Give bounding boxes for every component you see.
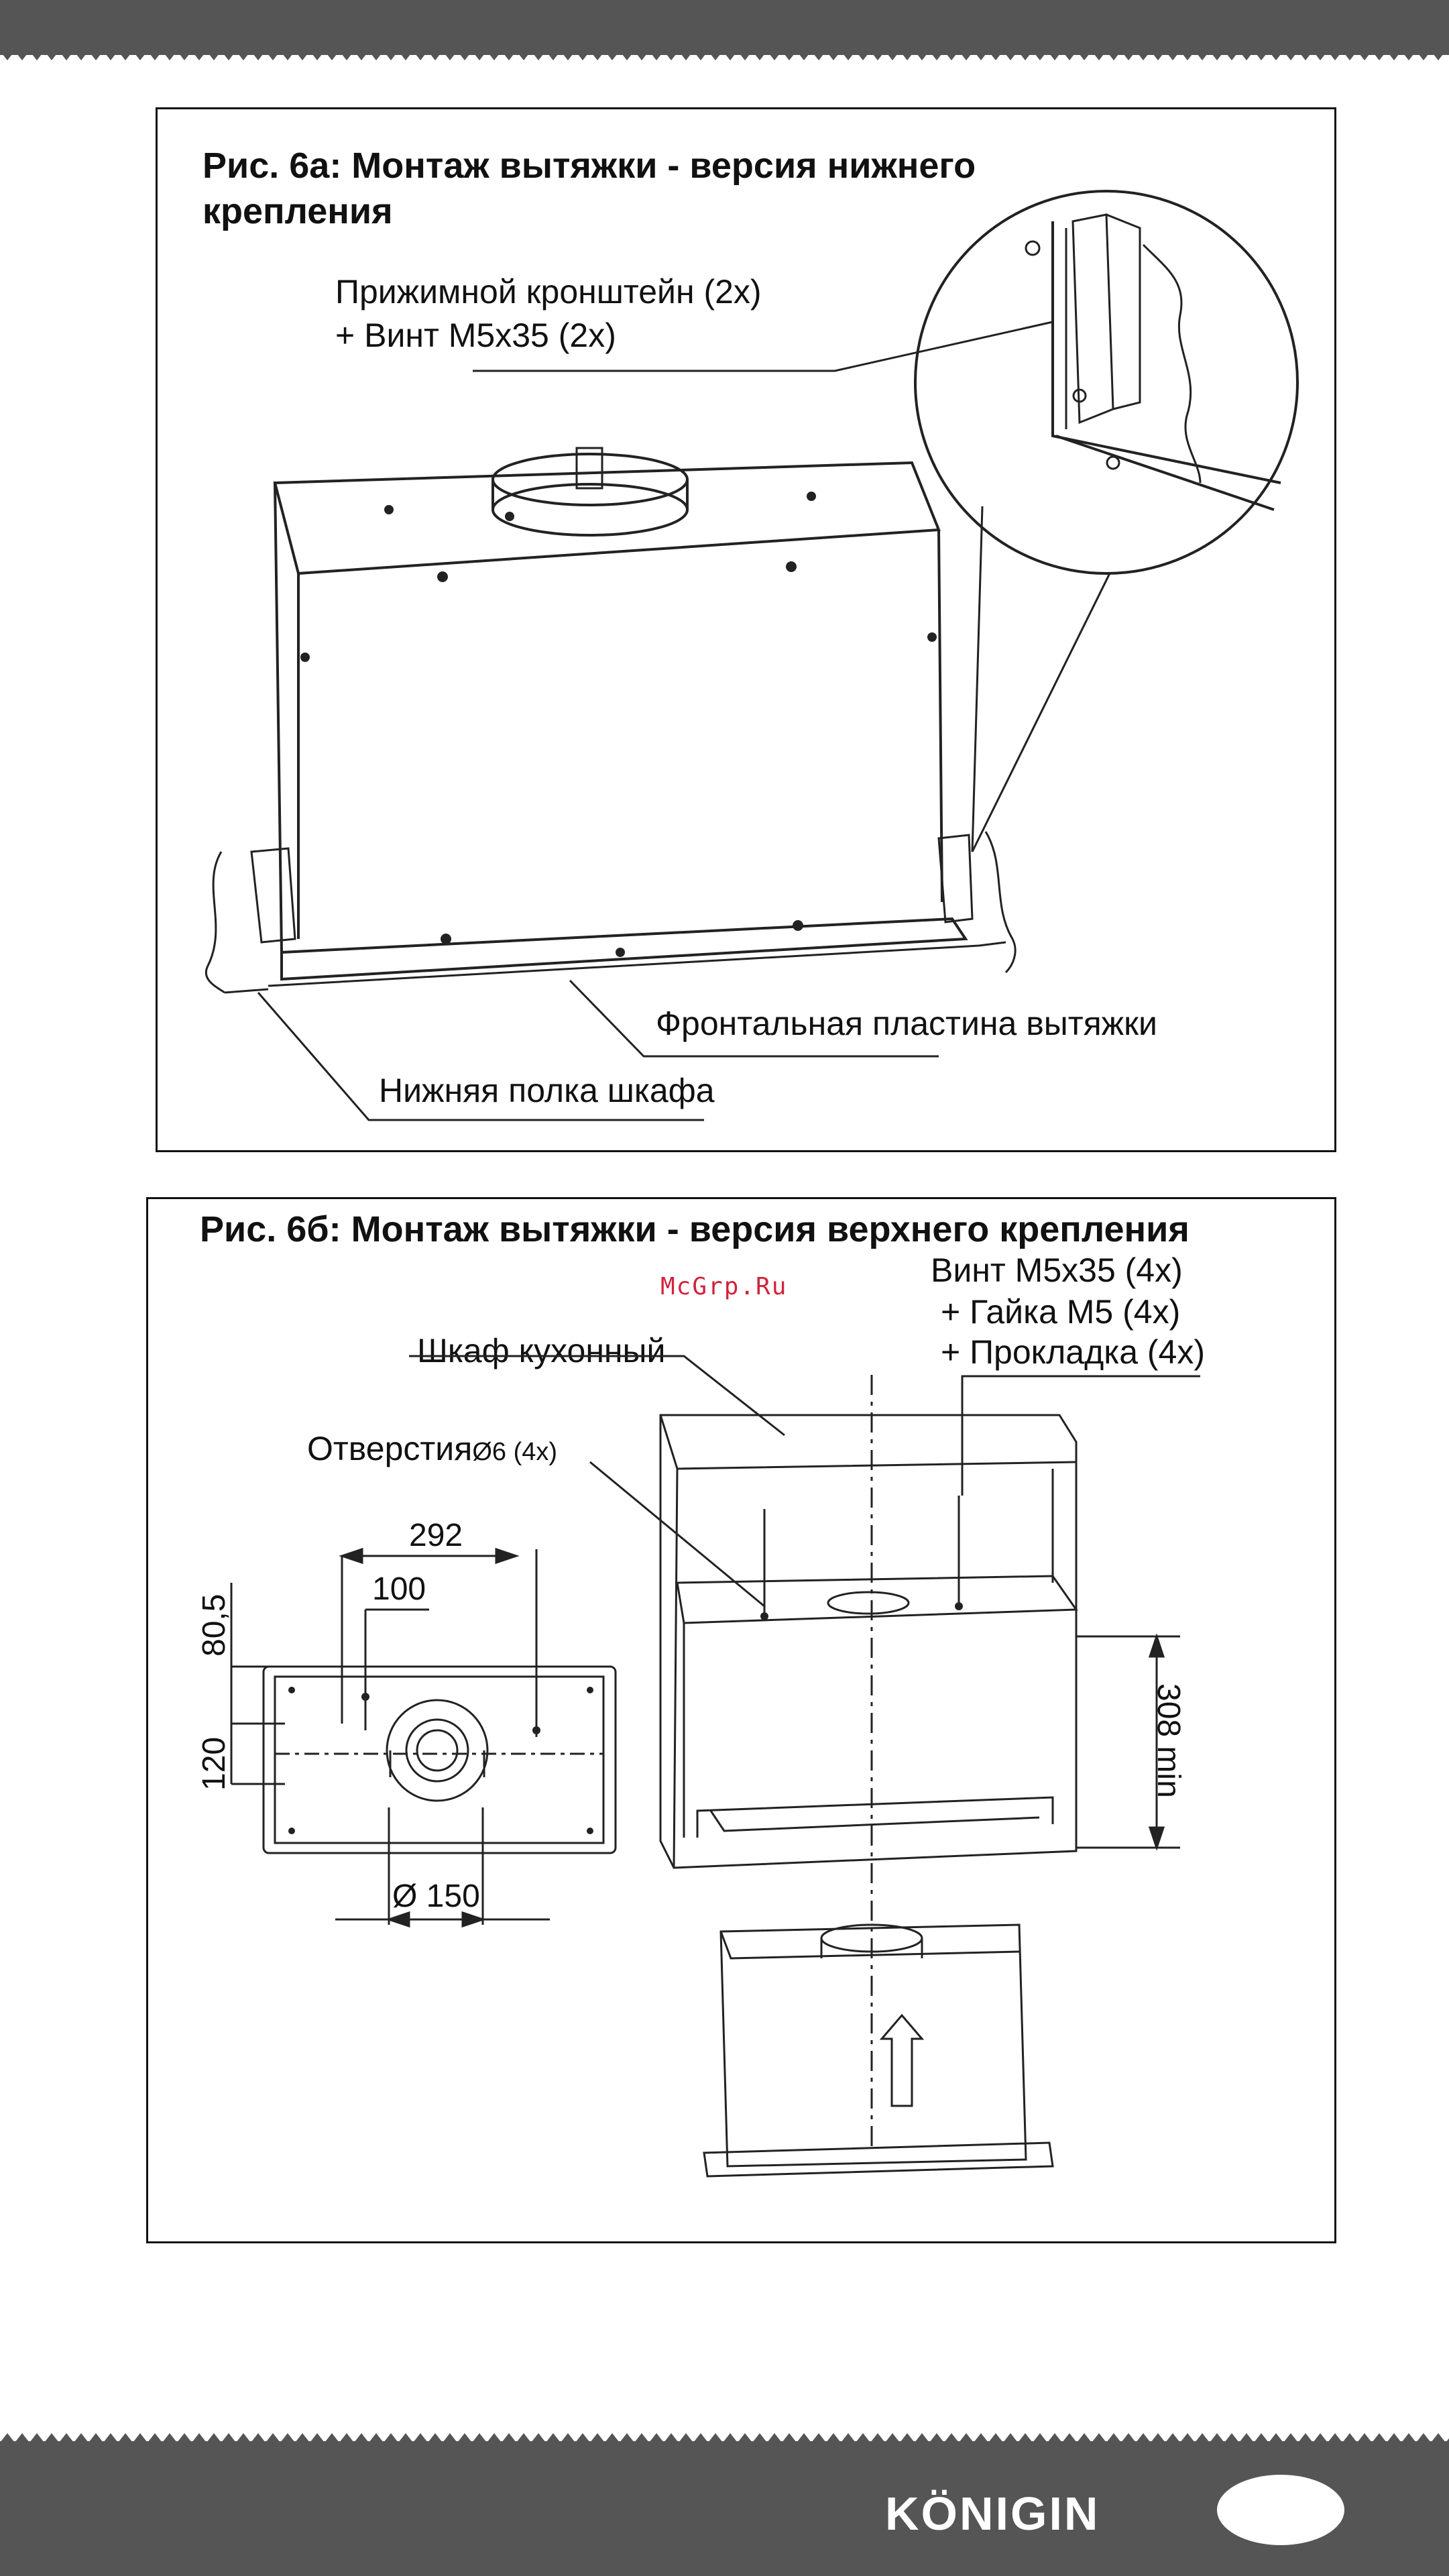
footer-scallop-edge [0, 2428, 1449, 2443]
holes-label-text: Отверстия [307, 1430, 473, 1467]
page-number-oval [1217, 2475, 1344, 2545]
dimension-diameter-150: Ø 150 [392, 1879, 480, 1914]
konigin-logo: KÖNIGIN [885, 2487, 1100, 2540]
kitchen-cabinet-label: Шкаф кухонный [417, 1332, 666, 1369]
dimension-120: 120 [196, 1736, 232, 1791]
holes-label: ОтверстияØ6 (4x) [307, 1429, 557, 1472]
figure-6a-drawing [205, 190, 1299, 1121]
figure-6b-frame [146, 1197, 1336, 2243]
figure-6b-title: Рис. 6б: Монтаж вытяжки - версия верхнег… [200, 1209, 1190, 1249]
watermark: McGrp.Ru [660, 1273, 788, 1300]
bracket-label-line2: + Винт M5x35 (2x) [335, 317, 616, 354]
front-plate-label: Фронтальная пластина вытяжки [656, 1005, 1157, 1042]
dimension-100: 100 [372, 1571, 426, 1607]
figure-6a-title-line2: крепления [202, 191, 393, 231]
screw-label-line1: Винт M5x35 (4x) [931, 1251, 1183, 1289]
dimension-80-5: 80,5 [196, 1593, 232, 1657]
screw-label-line3: + Прокладка (4x) [941, 1333, 1206, 1371]
footer-band [0, 2441, 1449, 2576]
figure-6a-title-line1: Рис. 6а: Монтаж вытяжки - версия нижнего [202, 146, 976, 186]
dimension-308-min: 308 min [1151, 1683, 1186, 1798]
dimension-292: 292 [409, 1518, 463, 1553]
screw-label-line2: + Гайка M5 (4x) [941, 1293, 1181, 1331]
header-band [0, 0, 1449, 55]
header-scallop-edge [0, 51, 1449, 66]
bracket-label-line1: Прижимной кронштейн (2x) [335, 273, 762, 311]
holes-size-text: Ø6 (4x) [472, 1438, 558, 1466]
figure-6b-drawing [230, 1355, 1200, 2178]
cabinet-shelf-label: Нижняя полка шкафа [379, 1072, 715, 1109]
